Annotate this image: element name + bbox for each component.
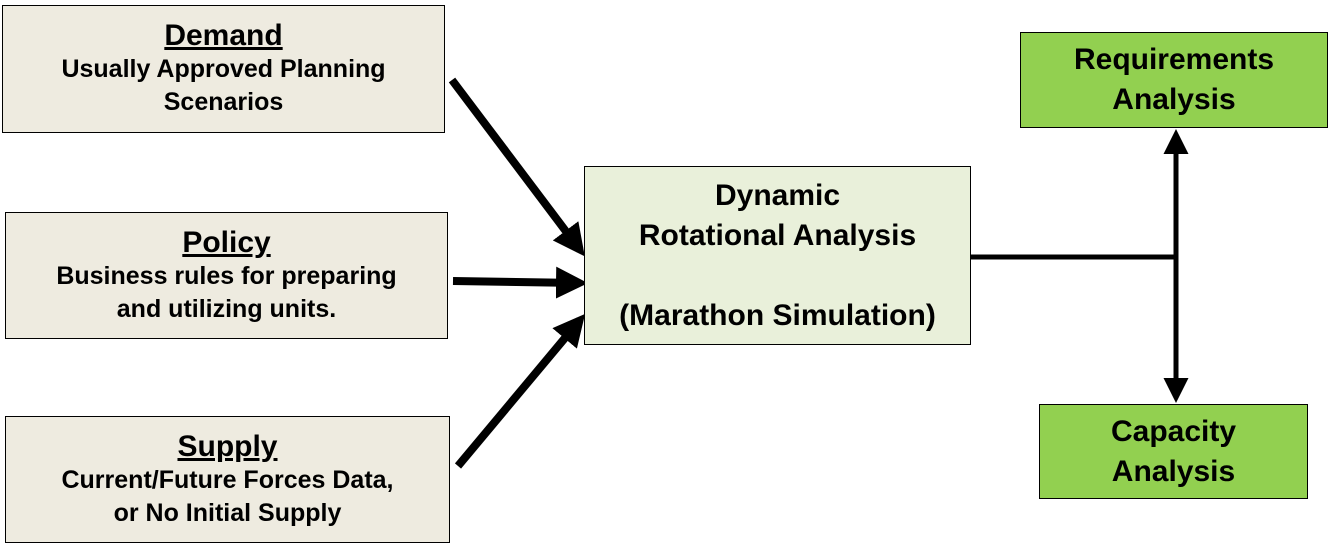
supply-text-line-2: or No Initial Supply — [113, 498, 342, 527]
policy-text-line-2: and utilizing units. — [116, 294, 337, 323]
requirements-text-line-2: Analysis — [1112, 83, 1236, 116]
policy-text-line-1: Business rules for preparing — [56, 261, 397, 290]
policy-heading: Policy — [182, 225, 271, 259]
capacity-text-line-1: Capacity — [1110, 414, 1237, 448]
dynamic-rotational-analysis-box: Dynamic Rotational Analysis (Marathon Si… — [584, 166, 971, 345]
center-text-line-2: Rotational Analysis — [638, 218, 917, 252]
requirements-analysis-box: Requirements Analysis — [1020, 32, 1328, 128]
policy-arrow — [452, 266, 588, 299]
supply-text-line-1: Current/Future Forces Data, — [61, 465, 394, 494]
center-text-line-1: Dynamic — [714, 178, 841, 212]
supply-arrow — [454, 313, 586, 469]
center-text-line-3: (Marathon Simulation) — [619, 298, 936, 332]
capacity-text-line-2: Analysis — [1111, 454, 1236, 488]
capacity-analysis-box: Capacity Analysis — [1039, 404, 1308, 499]
supply-heading: Supply — [177, 429, 278, 463]
requirements-text-line-1: Requirements — [1073, 43, 1275, 76]
policy-box: Policy Business rules for preparing and … — [5, 212, 448, 339]
demand-box: Demand Usually Approved Planning Scenari… — [2, 5, 445, 133]
demand-arrow — [448, 77, 585, 257]
supply-box: Supply Current/Future Forces Data, or No… — [5, 416, 450, 543]
demand-text-line-1: Usually Approved Planning — [61, 55, 386, 83]
demand-text-line-2: Scenarios — [163, 88, 284, 116]
demand-heading: Demand — [164, 19, 283, 52]
